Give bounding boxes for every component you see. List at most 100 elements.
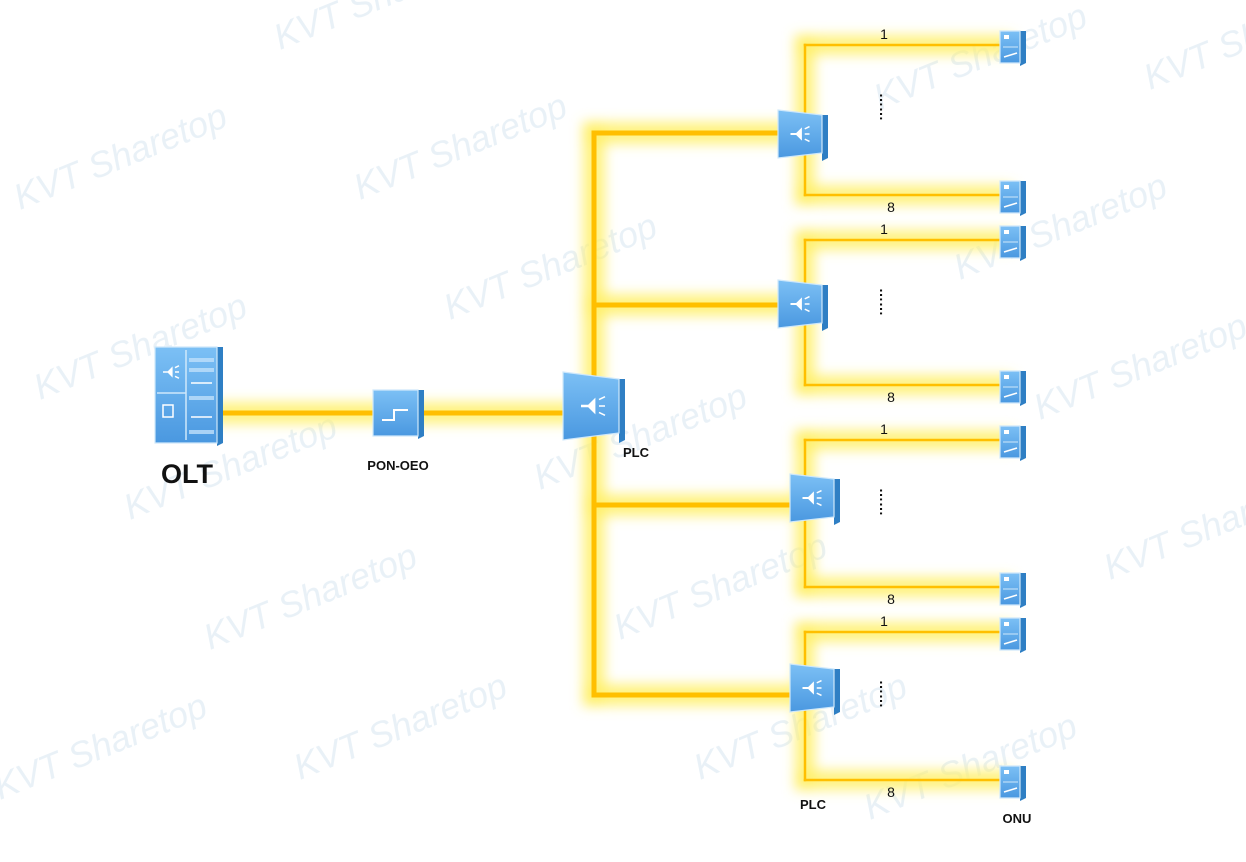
onu-glyph: [1004, 770, 1009, 774]
splitter-ray: [804, 125, 810, 130]
splitter-ray: [816, 502, 822, 507]
olt-pc-glyph: [162, 404, 174, 418]
device-side: [1020, 618, 1026, 653]
watermark-text: KVT Sharetop: [948, 165, 1173, 288]
splitter-ray: [804, 308, 810, 313]
splitter-glyph: [802, 491, 814, 505]
onu-glyph: [1003, 447, 1018, 453]
secondary-plc-label: PLC: [800, 797, 827, 812]
watermark-text: KVT Sharetop: [1098, 465, 1246, 588]
splitter-ray: [598, 395, 606, 401]
branch-label-last: 8: [887, 784, 895, 800]
device-side: [1020, 766, 1026, 801]
secondary-plc-icon: [777, 109, 828, 161]
main-plc-label: PLC: [623, 445, 650, 460]
watermark-text: KVT Sharetop: [268, 0, 493, 57]
watermark-text: KVT Sharetop: [1138, 0, 1246, 97]
pon-oeo-icon: [372, 389, 424, 439]
secondary-plc-icon: [789, 663, 840, 715]
device-side: [1020, 426, 1026, 461]
device-face: [372, 389, 419, 437]
onu-glyph: [1004, 577, 1009, 581]
olt-port-strip: [189, 358, 214, 362]
branch-ellipsis: ……: [877, 680, 893, 708]
onu-glyph: [1004, 622, 1009, 626]
splitter-glyph: [581, 397, 596, 415]
splitter-glyph: [790, 297, 802, 311]
olt-port-strip: [189, 430, 214, 434]
watermark-text: KVT Sharetop: [198, 535, 423, 658]
splitter-ray: [816, 679, 822, 684]
onu-icon: [999, 30, 1026, 66]
onu-glyph: [1003, 787, 1018, 793]
secondary-plc-icon: [777, 279, 828, 331]
watermark-text: KVT Sharetop: [348, 85, 573, 208]
splitter-ray: [816, 692, 822, 697]
onu-icon: [999, 370, 1026, 406]
branch-ellipsis: ……: [877, 488, 893, 516]
onu-glyph: [1004, 430, 1009, 434]
device-side: [822, 115, 828, 161]
olt-icon: [154, 346, 223, 446]
splitter-ray: [804, 138, 810, 143]
device-side: [834, 479, 840, 525]
oeo-arrow-glyph: [382, 409, 408, 421]
olt-port-strip: [189, 368, 214, 372]
onu-icon: [999, 180, 1026, 216]
onu-glyph: [1004, 230, 1009, 234]
device-side: [1020, 371, 1026, 406]
branch-label-last: 8: [887, 389, 895, 405]
onu-icon: [999, 572, 1026, 608]
pon-oeo-label: PON-OEO: [367, 458, 428, 473]
device-side: [1020, 181, 1026, 216]
onu-glyph: [1004, 375, 1009, 379]
splitter-ray: [816, 489, 822, 494]
branch-label-first: 1: [880, 26, 888, 42]
splitter-ray: [174, 375, 180, 379]
onu-glyph: [1004, 185, 1009, 189]
main-plc-icon: [562, 371, 625, 443]
splitter-ray: [174, 365, 180, 369]
splitter-glyph: [790, 127, 802, 141]
device-side: [1020, 573, 1026, 608]
watermark-text: KVT Sharetop: [1028, 305, 1246, 428]
branch-label-first: 1: [880, 613, 888, 629]
olt-port-strip: [189, 396, 214, 400]
onu-glyph: [1003, 52, 1018, 58]
onu-glyph: [1003, 202, 1018, 208]
branch-label-last: 8: [887, 199, 895, 215]
splitter-ray: [598, 411, 606, 417]
watermark-text: KVT Sharetop: [528, 375, 753, 498]
device-side: [1020, 31, 1026, 66]
olt-label: OLT: [161, 459, 213, 489]
device-side: [1020, 226, 1026, 261]
onu-label: ONU: [1003, 811, 1032, 826]
watermark-text: KVT Sharetop: [8, 95, 233, 218]
splitter-glyph: [802, 681, 814, 695]
device-side: [418, 390, 424, 439]
onu-icon: [999, 225, 1026, 261]
onu-glyph: [1003, 639, 1018, 645]
branch-label-first: 1: [880, 221, 888, 237]
branch-ellipsis: ……: [877, 288, 893, 316]
watermark-text: KVT Sharetop: [288, 665, 513, 788]
onu-glyph: [1003, 594, 1018, 600]
branch-label-first: 1: [880, 421, 888, 437]
splitter-glyph: [163, 366, 173, 378]
onu-glyph: [1004, 35, 1009, 39]
branch-ellipsis: ……: [877, 93, 893, 121]
device-side: [217, 347, 223, 446]
onu-icon: [999, 617, 1026, 653]
watermark-text: KVT Sharetop: [868, 0, 1093, 117]
devices: [154, 30, 1026, 801]
onu-icon: [999, 425, 1026, 461]
onu-glyph: [1003, 392, 1018, 398]
device-side: [619, 379, 625, 443]
device-side: [834, 669, 840, 715]
watermark-text: KVT Sharetop: [0, 685, 213, 808]
splitter-ray: [804, 295, 810, 300]
secondary-plc-icon: [789, 473, 840, 525]
branch-label-last: 8: [887, 591, 895, 607]
